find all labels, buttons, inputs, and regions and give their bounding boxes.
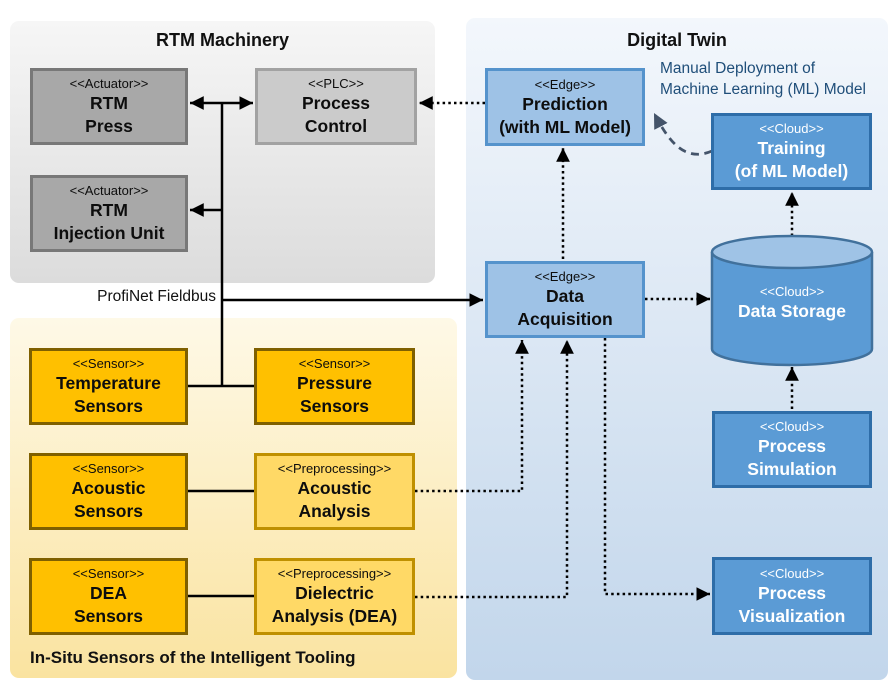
training-to-prediction-deployment-arrow [652,112,713,156]
node-label: Analysis (DEA) [271,606,398,626]
node-label: Process [757,436,827,456]
node-label: RTM [90,200,128,220]
dataflow-lines [415,96,799,601]
stereotype-label: <<Sensor>> [72,566,145,581]
manual-deployment-label: Manual Deployment of Machine Learning (M… [660,58,888,100]
node-label: Pressure [297,373,372,393]
node-label: Simulation [747,459,837,479]
stereotype-label: <<Actuator>> [69,76,149,91]
node-label: Temperature [56,373,161,393]
node-rtm-press: <<Actuator>> RTM Press [30,68,188,145]
profinet-fieldbus-label: ProfiNet Fieldbus [97,288,216,305]
node-pressure-sensors: <<Sensor>> Pressure Sensors [254,348,415,425]
node-label: Control [304,116,368,136]
stereotype-label: <<Sensor>> [298,356,371,371]
digital-twin-title: Digital Twin [627,30,727,50]
node-temperature-sensors: <<Sensor>> Temperature Sensors [29,348,188,425]
stereotype-label: <<Sensor>> [72,356,145,371]
node-label: Sensors [73,606,144,626]
node-label: (with ML Model) [499,116,631,137]
cylinder-top [710,234,874,270]
node-label: Sensors [73,396,144,416]
node-label: Press [85,116,133,136]
node-label: Process [757,582,827,603]
rtm-machinery-title: RTM Machinery [155,30,290,50]
insitu-sensors-title: In-Situ Sensors of the Intelligent Tooli… [30,648,356,667]
dielectric-to-acquisition-arrow [415,340,574,599]
manual-deployment-line2: Machine Learning (ML) Model [660,81,866,98]
node-label: DEA [90,583,127,603]
node-label: Sensors [299,396,370,416]
node-process-control: <<PLC>> Process Control [255,68,417,145]
stereotype-label: <<Edge>> [534,76,596,92]
node-label: Process [301,93,371,113]
database-cylinder-icon [710,234,874,367]
node-label: Visualization [738,605,846,626]
node-prediction: <<Edge>> Prediction (with ML Model) [485,68,645,146]
node-label: Acoustic [71,478,146,498]
node-label: Acquisition [517,309,613,329]
node-label: Analysis [298,501,371,521]
node-label: Data Storage [738,301,846,321]
stereotype-label: <<Cloud>> [759,419,825,434]
node-acoustic-analysis: <<Preprocessing>> Acoustic Analysis [254,453,415,530]
node-label: Acoustic [297,478,372,498]
stereotype-label: <<Cloud>> [759,565,825,581]
stereotype-label: <<Sensor>> [72,461,145,476]
manual-deployment-line1: Manual Deployment of [660,60,816,77]
stereotype-label: <<PLC>> [308,76,364,91]
stereotype-label: <<Actuator>> [69,183,149,198]
node-process-visualization: <<Cloud>> Process Visualization [712,557,872,635]
node-label: Prediction [522,93,608,114]
acquisition-to-visualization-arrow [603,338,710,601]
node-data-acquisition: <<Edge>> Data Acquisition [485,261,645,338]
node-label: RTM [90,93,128,113]
acoustic-analysis-to-acquisition-arrow [415,340,529,493]
node-label: Data [546,286,584,306]
node-label: Training [757,138,826,158]
node-dea-sensors: <<Sensor>> DEA Sensors [29,558,188,635]
node-process-simulation: <<Cloud>> Process Simulation [712,411,872,488]
node-acoustic-sensors: <<Sensor>> Acoustic Sensors [29,453,188,530]
cylinder-body [710,252,874,367]
node-rtm-injection-unit: <<Actuator>> RTM Injection Unit [30,175,188,252]
node-label: (of ML Model) [734,161,849,181]
stereotype-label: <<Preprocessing>> [277,566,392,581]
node-dielectric-analysis: <<Preprocessing>> Dielectric Analysis (D… [254,558,415,635]
node-label: Sensors [73,501,144,521]
node-training: <<Cloud>> Training (of ML Model) [711,113,872,190]
node-label: Injection Unit [53,223,165,243]
stereotype-label: <<Preprocessing>> [277,461,392,476]
stereotype-label: <<Cloud>> [759,284,825,299]
node-data-storage: <<Cloud>> Data Storage [712,262,872,344]
fieldbus-lines [188,96,483,598]
node-label: Dielectric [295,583,374,603]
stereotype-label: <<Edge>> [534,269,596,284]
stereotype-label: <<Cloud>> [759,121,824,136]
